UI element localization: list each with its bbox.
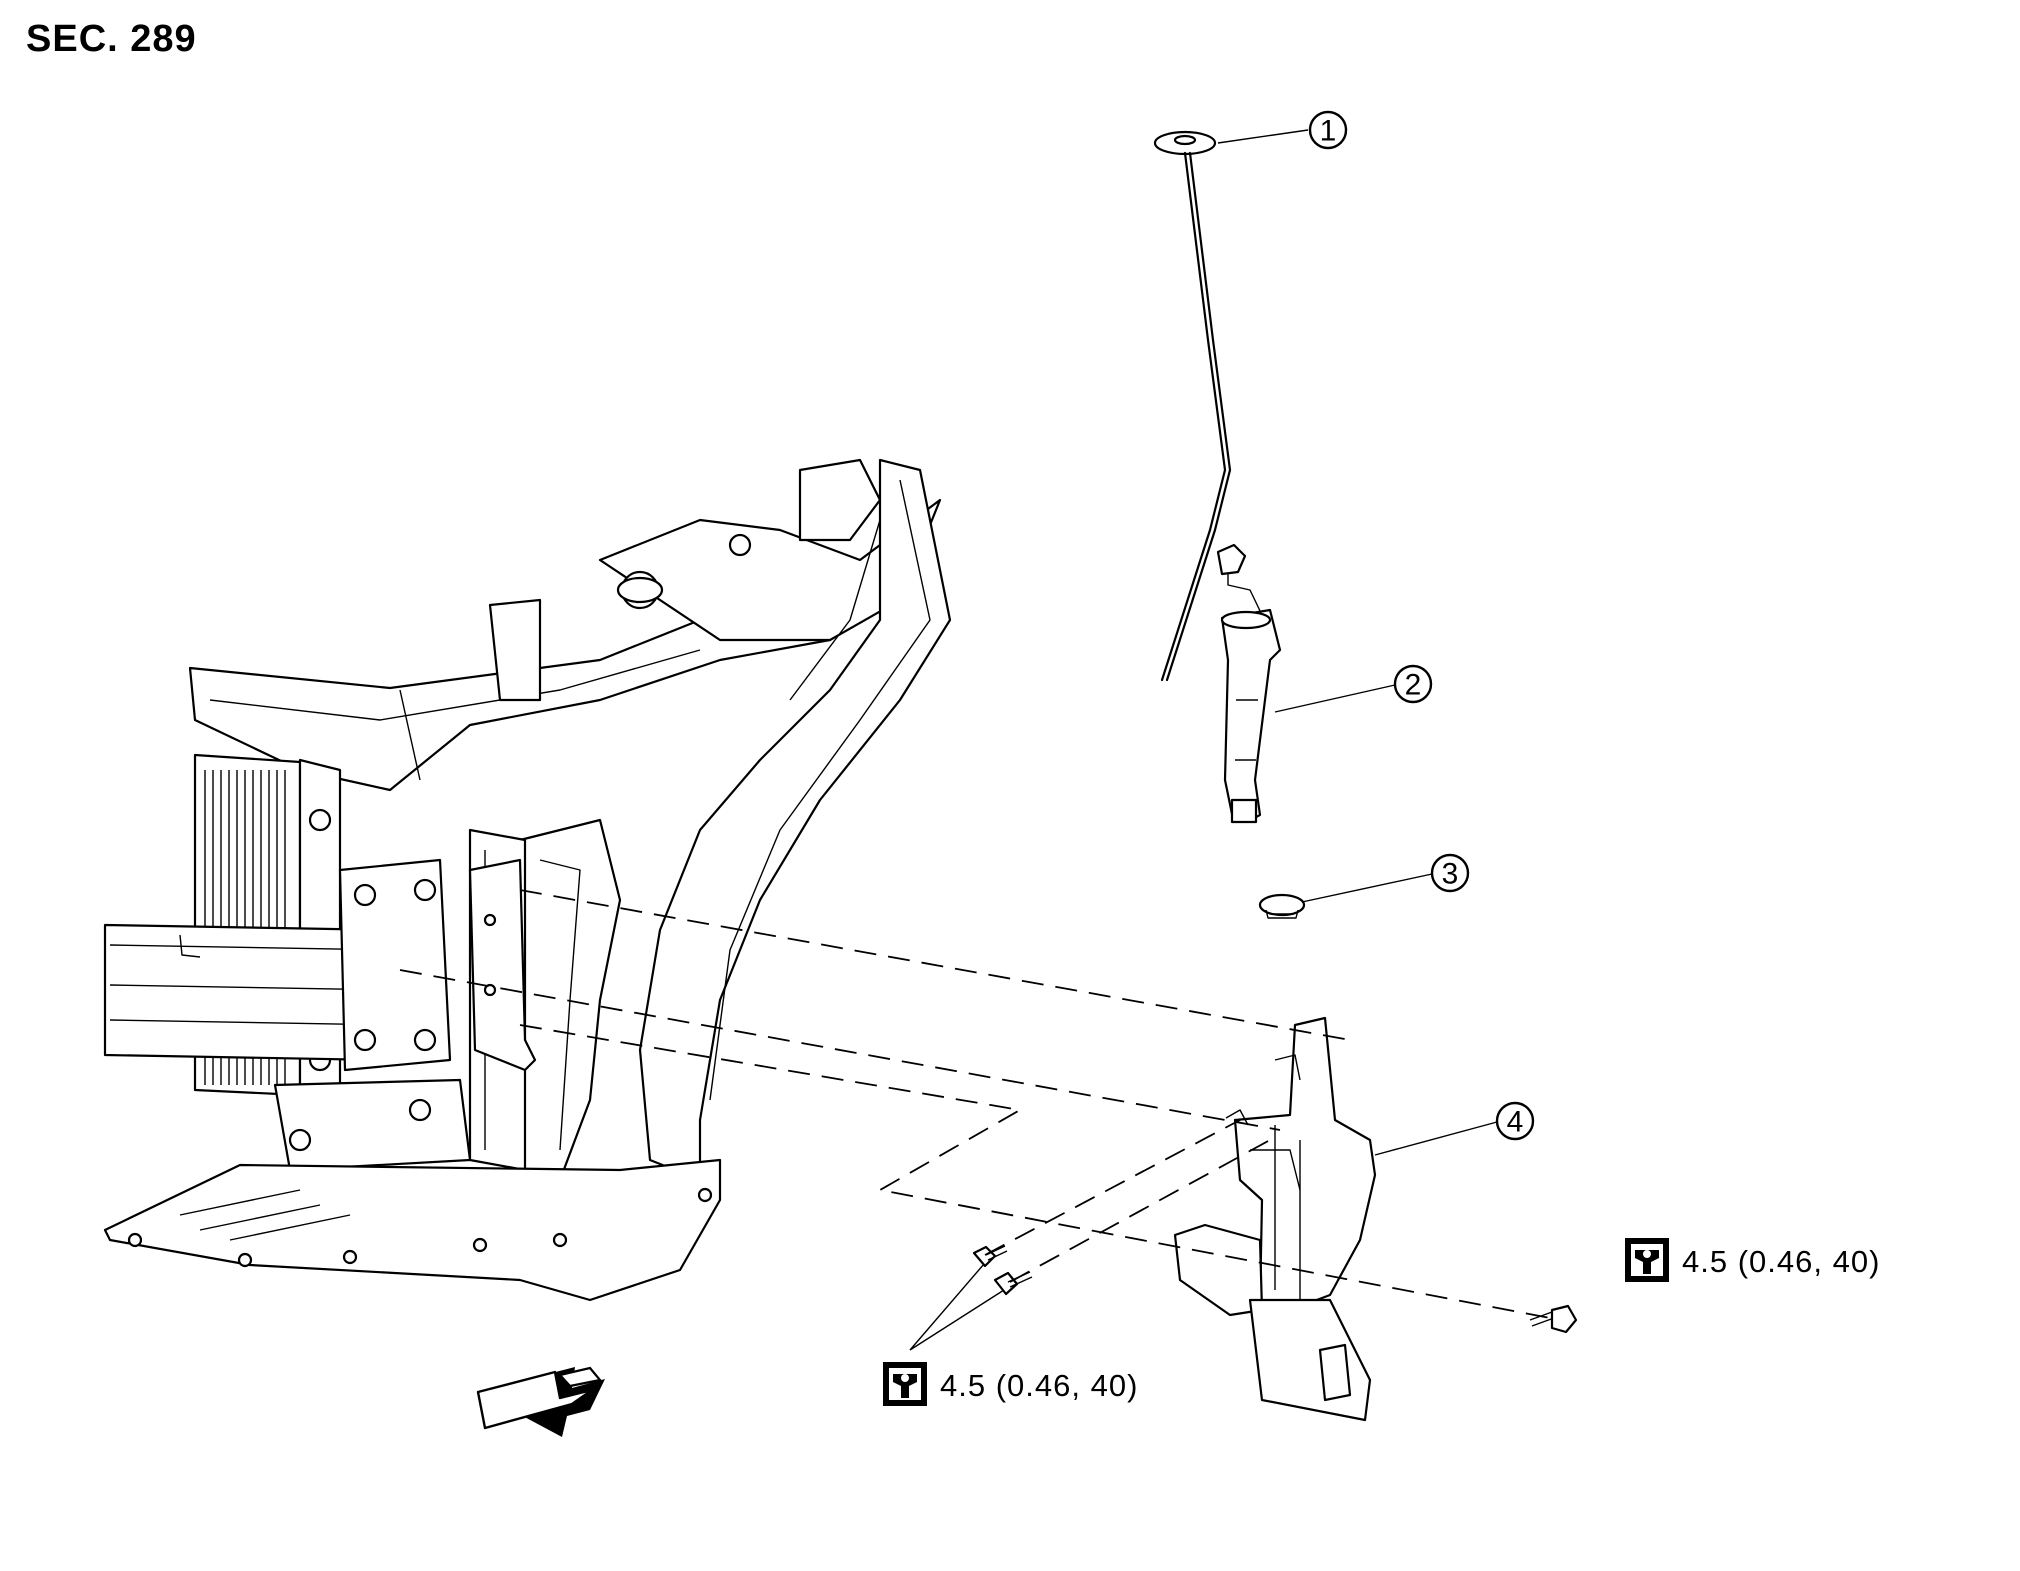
leader-lines — [909, 129, 1498, 1351]
torque-spec-left: 4.5 (0.46, 40) — [883, 1362, 1138, 1406]
torque-spec-left-value: 4.5 (0.46, 40) — [940, 1368, 1138, 1403]
callout-1-number: 1 — [1320, 115, 1337, 148]
callout-4-number: 4 — [1507, 1106, 1524, 1139]
section-title: SEC. 289 — [26, 18, 197, 60]
torque-spec-right-value: 4.5 (0.46, 40) — [1682, 1244, 1880, 1279]
part-2-filler-neck — [1216, 543, 1282, 824]
part-1-filler-cap-level-gauge — [1153, 130, 1232, 682]
callout-1: 1 — [1308, 110, 1348, 150]
bolt-lower-left-2 — [993, 1271, 1033, 1296]
installation-guide-lines — [399, 889, 1551, 1319]
callout-2-number: 2 — [1405, 669, 1422, 702]
torque-wrench-icon — [883, 1362, 927, 1406]
torque-wrench-icon — [1625, 1238, 1669, 1282]
vehicle-front-structure — [103, 458, 952, 1302]
part-3-grommet — [1258, 893, 1306, 919]
torque-spec-right: 4.5 (0.46, 40) — [1625, 1238, 1880, 1282]
callout-4: 4 — [1495, 1101, 1535, 1141]
callout-2: 2 — [1393, 664, 1433, 704]
callout-3: 3 — [1430, 853, 1470, 893]
front-direction-arrow-icon — [476, 1366, 605, 1437]
bolt-right — [1529, 1304, 1578, 1334]
bolt-lower-left-1 — [972, 1245, 1008, 1268]
part-4-washer-tank — [1173, 1016, 1377, 1422]
callout-3-number: 3 — [1442, 858, 1459, 891]
